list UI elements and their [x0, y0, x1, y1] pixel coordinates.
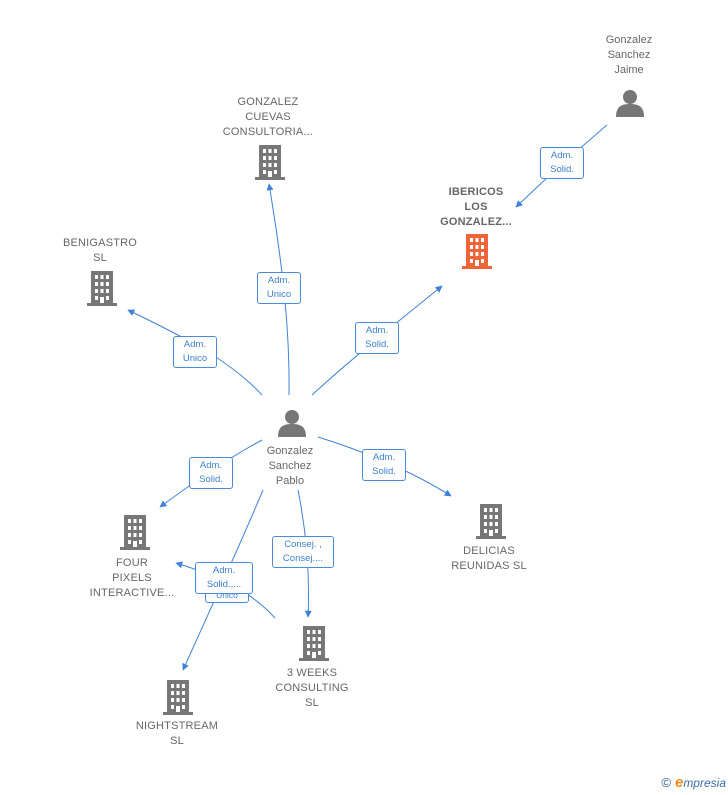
edge-label-pablo-nightstream[interactable]: Adm. Solid.,... [195, 562, 253, 594]
node-label-benigastro[interactable]: BENIGASTRO SL [62, 237, 138, 264]
node-label-delicias[interactable]: DELICIAS REUNIDAS SL [451, 545, 527, 572]
node-label-ibericos[interactable]: IBERICOS LOS GONZALEZ... [440, 186, 512, 228]
edge-label-pablo-benigastro[interactable]: Adm. Unico [173, 336, 217, 368]
node-label-fourpixels[interactable]: FOUR PIXELS INTERACTIVE... [89, 557, 175, 599]
node-label-jaime[interactable]: Gonzalez Sanchez Jaime [605, 34, 653, 76]
edge-label-pablo-delicias[interactable]: Adm. Solid. [362, 449, 406, 481]
node-label-threeweeks[interactable]: 3 WEEKS CONSULTING SL [275, 667, 349, 709]
building-icon[interactable] [87, 271, 117, 306]
edge-label-pablo-ibericos[interactable]: Adm. Solid. [355, 322, 399, 354]
edge-label-pablo-fourpixels[interactable]: Adm. Solid. [189, 457, 233, 489]
person-icon[interactable] [616, 90, 644, 117]
edge-label-pablo-threeweeks[interactable]: Consej. , Consej.... [272, 536, 334, 568]
building-icon[interactable] [163, 680, 193, 715]
node-label-cuevas[interactable]: GONZALEZ CUEVAS CONSULTORIA... [222, 96, 314, 138]
node-label-pablo[interactable]: Gonzalez Sanchez Pablo [266, 445, 314, 487]
building-icon[interactable] [120, 515, 150, 550]
building-icon[interactable] [299, 626, 329, 661]
brand-initial: e [674, 774, 684, 791]
brand-name: mpresia [683, 776, 726, 790]
building-icon[interactable] [476, 504, 506, 539]
node-label-nightstream[interactable]: NIGHTSTREAM SL [135, 720, 219, 747]
building-icon[interactable] [255, 145, 285, 180]
building-icon[interactable] [462, 234, 492, 269]
footer-brand: © empresia [661, 774, 726, 791]
edge-label-jaime-ibericos[interactable]: Adm. Solid. [540, 147, 584, 179]
person-icon[interactable] [278, 410, 306, 437]
edge-label-pablo-cuevas[interactable]: Adm. Unico [257, 272, 301, 304]
copyright-symbol: © [661, 775, 671, 790]
